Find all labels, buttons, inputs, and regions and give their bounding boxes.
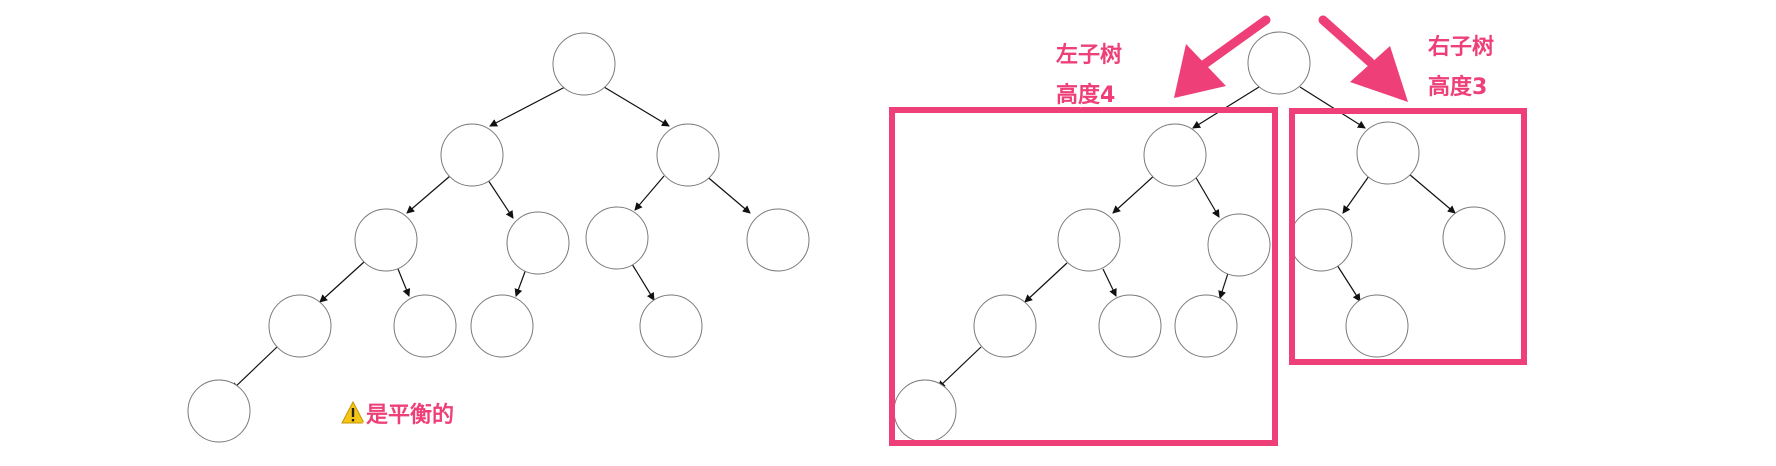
tree-node — [506, 211, 570, 275]
left-subtree-height: 高度4 — [1056, 82, 1115, 108]
edge — [634, 175, 665, 211]
tree-node — [1098, 294, 1162, 358]
left-tree: 是平衡的 — [187, 32, 810, 443]
edge — [319, 261, 365, 303]
tree-node — [440, 123, 504, 187]
tree-node — [354, 208, 418, 272]
tree-node — [470, 294, 534, 358]
balanced-note: 是平衡的 — [341, 400, 456, 430]
edge — [603, 86, 670, 127]
edge — [397, 268, 411, 297]
edge — [1102, 268, 1117, 297]
tree-node — [1289, 208, 1353, 272]
right-tree: 左子树 高度4 右子树 高度3 — [889, 15, 1527, 446]
tree-node — [1247, 31, 1311, 95]
edge — [1336, 264, 1361, 302]
tree-node — [656, 123, 720, 187]
edge — [514, 268, 527, 297]
tree-node — [1356, 121, 1420, 185]
left-tree-nodes — [187, 32, 810, 443]
edge — [1194, 175, 1220, 218]
edge — [937, 346, 982, 389]
right-subtree-arrow — [1318, 15, 1408, 102]
edge — [487, 179, 514, 219]
tree-node — [187, 379, 251, 443]
tree-node — [973, 294, 1037, 358]
edge — [1218, 269, 1230, 299]
tree-node — [1207, 213, 1271, 277]
warning-icon — [341, 400, 365, 424]
tree-node — [393, 294, 457, 358]
edge — [1112, 173, 1157, 214]
tree-node — [639, 294, 703, 358]
right-tree-nodes — [893, 31, 1506, 443]
edge — [1299, 86, 1366, 129]
tree-node — [268, 294, 332, 358]
edge — [631, 263, 655, 301]
left-tree-edges — [231, 86, 751, 391]
tree-node — [1345, 294, 1409, 358]
edge — [489, 86, 566, 127]
left-subtree-arrow — [1174, 15, 1271, 98]
tree-node — [746, 208, 810, 272]
edge — [1408, 173, 1456, 214]
edge — [1024, 262, 1068, 303]
tree-node — [585, 206, 649, 270]
right-subtree-height: 高度3 — [1428, 74, 1487, 100]
left-subtree-box — [889, 107, 1278, 446]
right-subtree-label: 右子树 — [1428, 34, 1494, 60]
tree-node — [1143, 123, 1207, 187]
edge — [406, 175, 451, 214]
edge — [1342, 175, 1370, 214]
balanced-note-text: 是平衡的 — [366, 402, 454, 428]
tree-node — [1442, 206, 1506, 270]
left-subtree-label: 左子树 — [1056, 42, 1122, 68]
right-subtree-box — [1289, 108, 1527, 365]
tree-node — [1174, 294, 1238, 358]
edge — [703, 173, 751, 214]
tree-node — [1057, 208, 1121, 272]
tree-node — [552, 32, 616, 96]
tree-node — [893, 379, 957, 443]
edge — [231, 346, 278, 391]
